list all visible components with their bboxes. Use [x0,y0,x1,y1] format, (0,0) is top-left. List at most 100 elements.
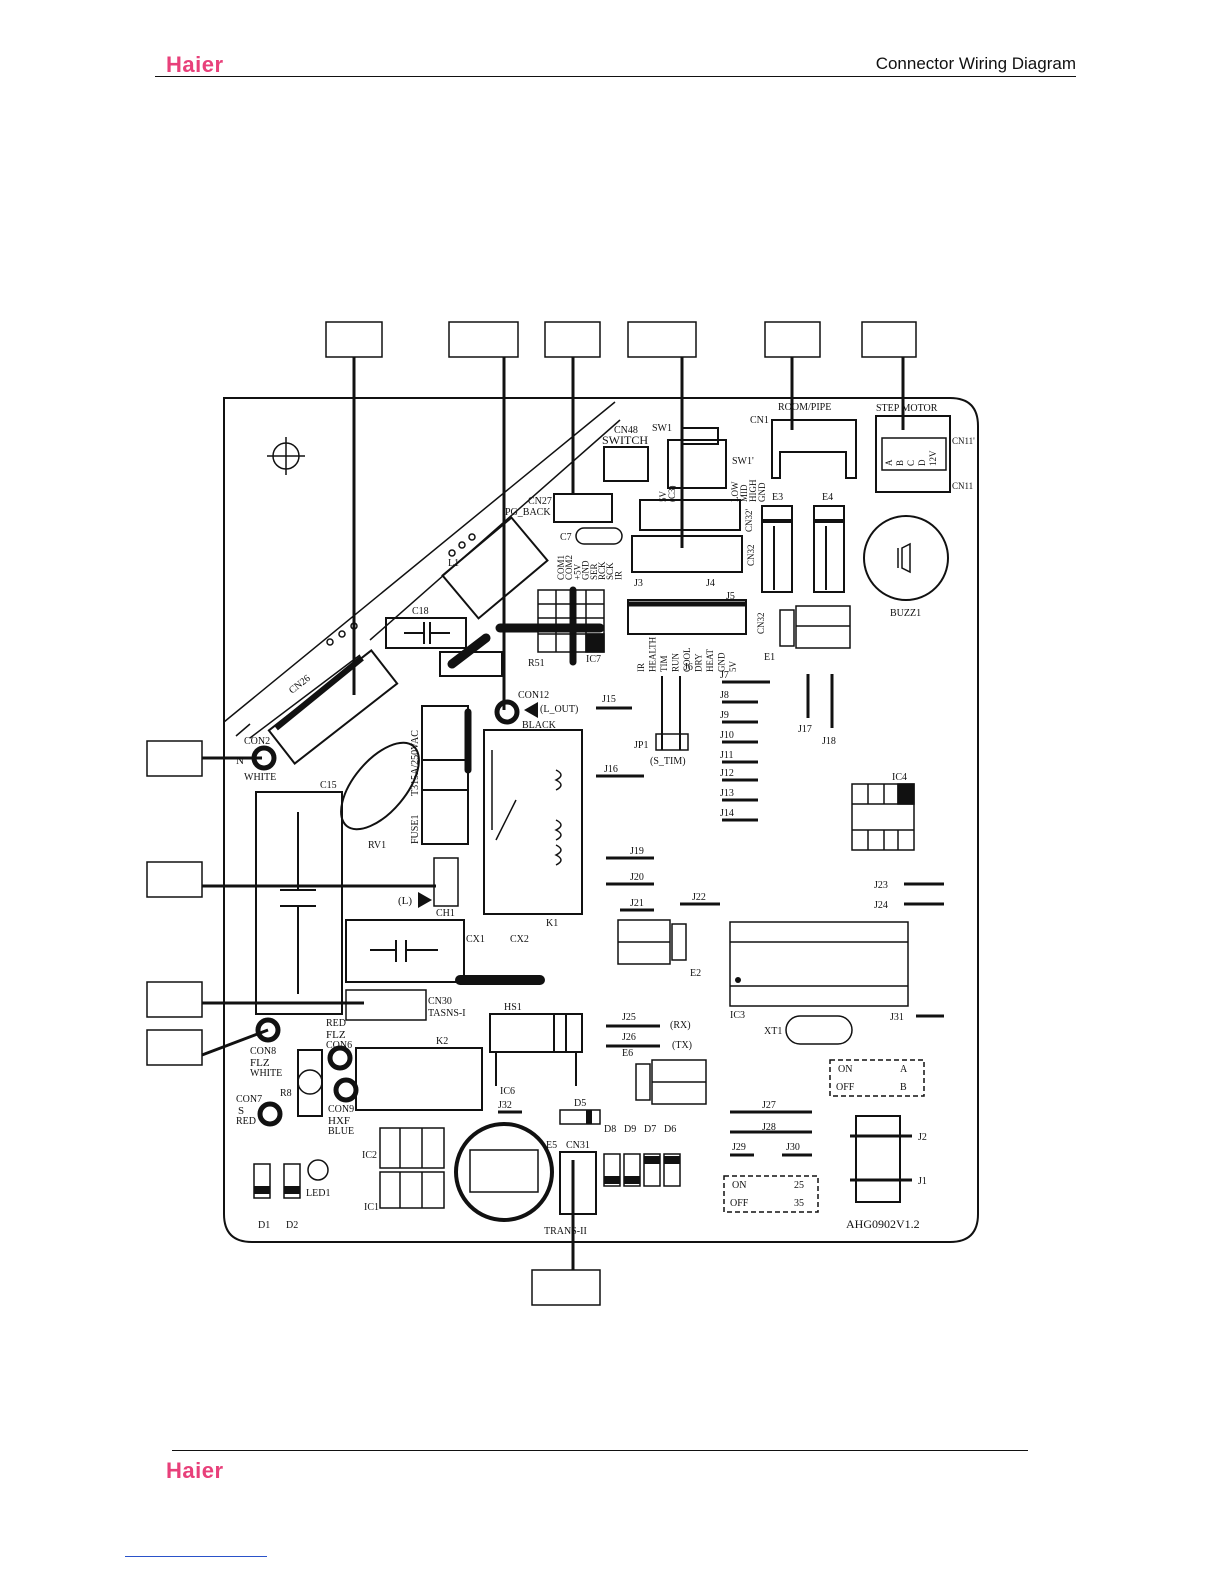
c18-capacitor [385,617,467,649]
j28-label: J28 [762,1122,776,1133]
ic1-label: IC1 [364,1202,379,1213]
black-label: BLACK [522,720,557,731]
d6-label: D6 [664,1124,676,1135]
c15-label: C15 [320,780,337,791]
pin-label: HEALTH [648,636,658,672]
b-label: B [900,1082,907,1093]
e6-label: E6 [622,1048,633,1059]
j30-label: J30 [786,1142,800,1153]
cn1-connector [771,419,857,479]
j10-label: J10 [720,730,734,741]
ic4-chip [851,783,915,851]
buzz1-label: BUZZ1 [890,608,921,619]
pin-label: 5V [728,661,738,673]
con9-terminal [333,1077,359,1103]
fuse-rating-label: T315A/250VAC [410,730,421,796]
r51-label: R51 [528,658,545,669]
con8-label: CON8 [250,1046,276,1057]
sw1-label: SW1 [652,423,672,434]
ic1-chip [379,1171,445,1209]
led1-label: LED1 [306,1188,330,1199]
j14-label: J14 [720,808,734,819]
e5-capacitor [454,1122,554,1222]
on-label: ON [838,1064,852,1075]
xt1-label: XT1 [764,1026,782,1037]
j6-label: J6 [684,662,693,673]
cn11-label: CN11 [952,481,973,491]
pin-label: SCK [605,562,615,580]
e6-capacitor [635,1059,707,1105]
room-pipe-label: ROOM/PIPE [778,402,831,413]
n-label: N [236,755,244,767]
cn26-connector [267,649,399,765]
pin-label: HEAT [705,649,715,672]
flz-label: FLZ [326,1029,346,1041]
ic4-label: IC4 [892,772,907,783]
header-divider [155,76,1076,77]
tx-label: (TX) [672,1040,692,1051]
s-tim-label: (S_TIM) [650,756,686,767]
k1-label: K1 [546,918,558,929]
rv1-label: RV1 [368,840,386,851]
c18-label: C18 [412,606,429,617]
j16-label: J16 [604,764,618,775]
a-label: A [900,1064,908,1075]
cn1-label: CN1 [750,415,769,426]
j7-label: J7 [720,670,729,681]
header-brand-logo: Haier [166,52,224,77]
callout-box [325,321,383,358]
j23-label: J23 [874,880,888,891]
board-model-label: AHG0902V1.2 [846,1217,920,1231]
cn48-label: CN48 [614,425,638,436]
pin-label: GND [717,652,727,672]
j31-label: J31 [890,1012,904,1023]
white2-label: WHITE [250,1068,282,1079]
con7-label: CON7 [236,1094,262,1105]
pg-back-label: PG_BACK [505,507,551,518]
con12-terminal [494,699,520,725]
on2-label: ON [732,1180,746,1191]
cn27-connector [553,493,613,523]
rv1-varistor [340,741,420,831]
red-label: RED [326,1018,346,1029]
callout-box [146,740,203,777]
sw1-switch [667,439,727,489]
j5-connector [627,599,747,635]
sw1p-label: SW1' [732,456,754,467]
cn32p-top-pin-labels: 5V(C3) [658,486,677,503]
ic7-chip [537,589,605,653]
con8-terminal [255,1017,281,1043]
page-title: Connector Wiring Diagram [875,54,1076,73]
l1-inductor [441,516,549,620]
j20-label: J20 [630,872,644,883]
con6-label: CON6 [326,1040,352,1051]
cn48-connector [603,446,649,482]
callout-box [146,861,203,898]
pin-label: RCK [597,561,607,580]
k2-relay [355,1047,483,1111]
d5-diode [559,1109,601,1125]
c7-label: C7 [560,532,572,543]
j19-label: J19 [630,846,644,857]
l-label: (L) [398,895,412,907]
j8-label: J8 [720,690,729,701]
j24-label: J24 [874,900,888,911]
cn30-connector [345,989,427,1021]
d8-label: D8 [604,1124,616,1135]
e3-capacitor [761,505,793,593]
pin-label: TIM [659,656,669,673]
mounting-mark [267,437,305,475]
l-out-label: (L_OUT) [540,704,578,715]
cn32p-label: CN32' [744,508,754,532]
callout-box [544,321,601,358]
hxf-label: HXF [328,1115,350,1127]
callout-box [146,1029,203,1066]
jp1-label: JP1 [634,740,648,751]
ch1-label: CH1 [436,908,455,919]
cx1-capacitor [345,919,465,983]
con7-terminal [257,1101,283,1127]
con6-terminal [327,1045,353,1071]
d1-label: D1 [258,1220,270,1231]
d2-label: D2 [286,1220,298,1231]
